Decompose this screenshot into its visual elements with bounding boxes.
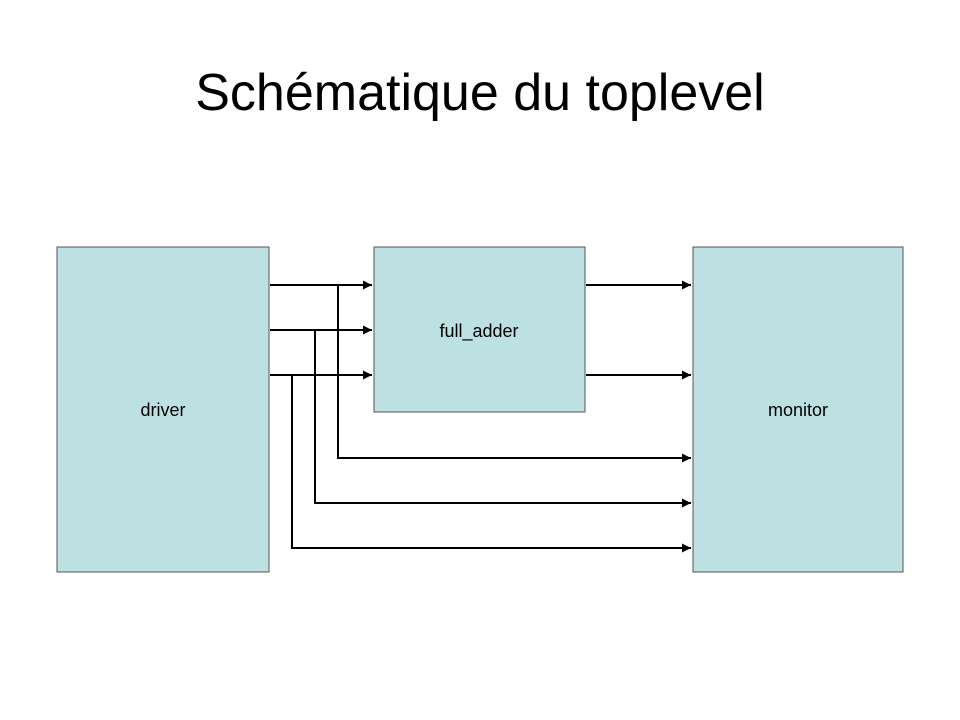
monitor-label: monitor — [768, 400, 828, 420]
block-full-adder: full_adder — [373, 246, 586, 413]
monitor-box — [692, 246, 904, 573]
block-driver: driver — [56, 246, 270, 573]
wire-driver-monitor-2 — [314, 330, 691, 508]
block-monitor: monitor — [692, 246, 904, 573]
wire-driver-monitor-3 — [291, 375, 691, 553]
page-title: Schématique du toplevel — [195, 64, 765, 122]
full-adder-box — [373, 246, 586, 413]
driver-label: driver — [140, 400, 185, 420]
wires — [270, 280, 691, 553]
driver-box — [56, 246, 270, 573]
full-adder-label: full_adder — [439, 321, 518, 342]
wire-driver-monitor-1 — [337, 285, 691, 463]
